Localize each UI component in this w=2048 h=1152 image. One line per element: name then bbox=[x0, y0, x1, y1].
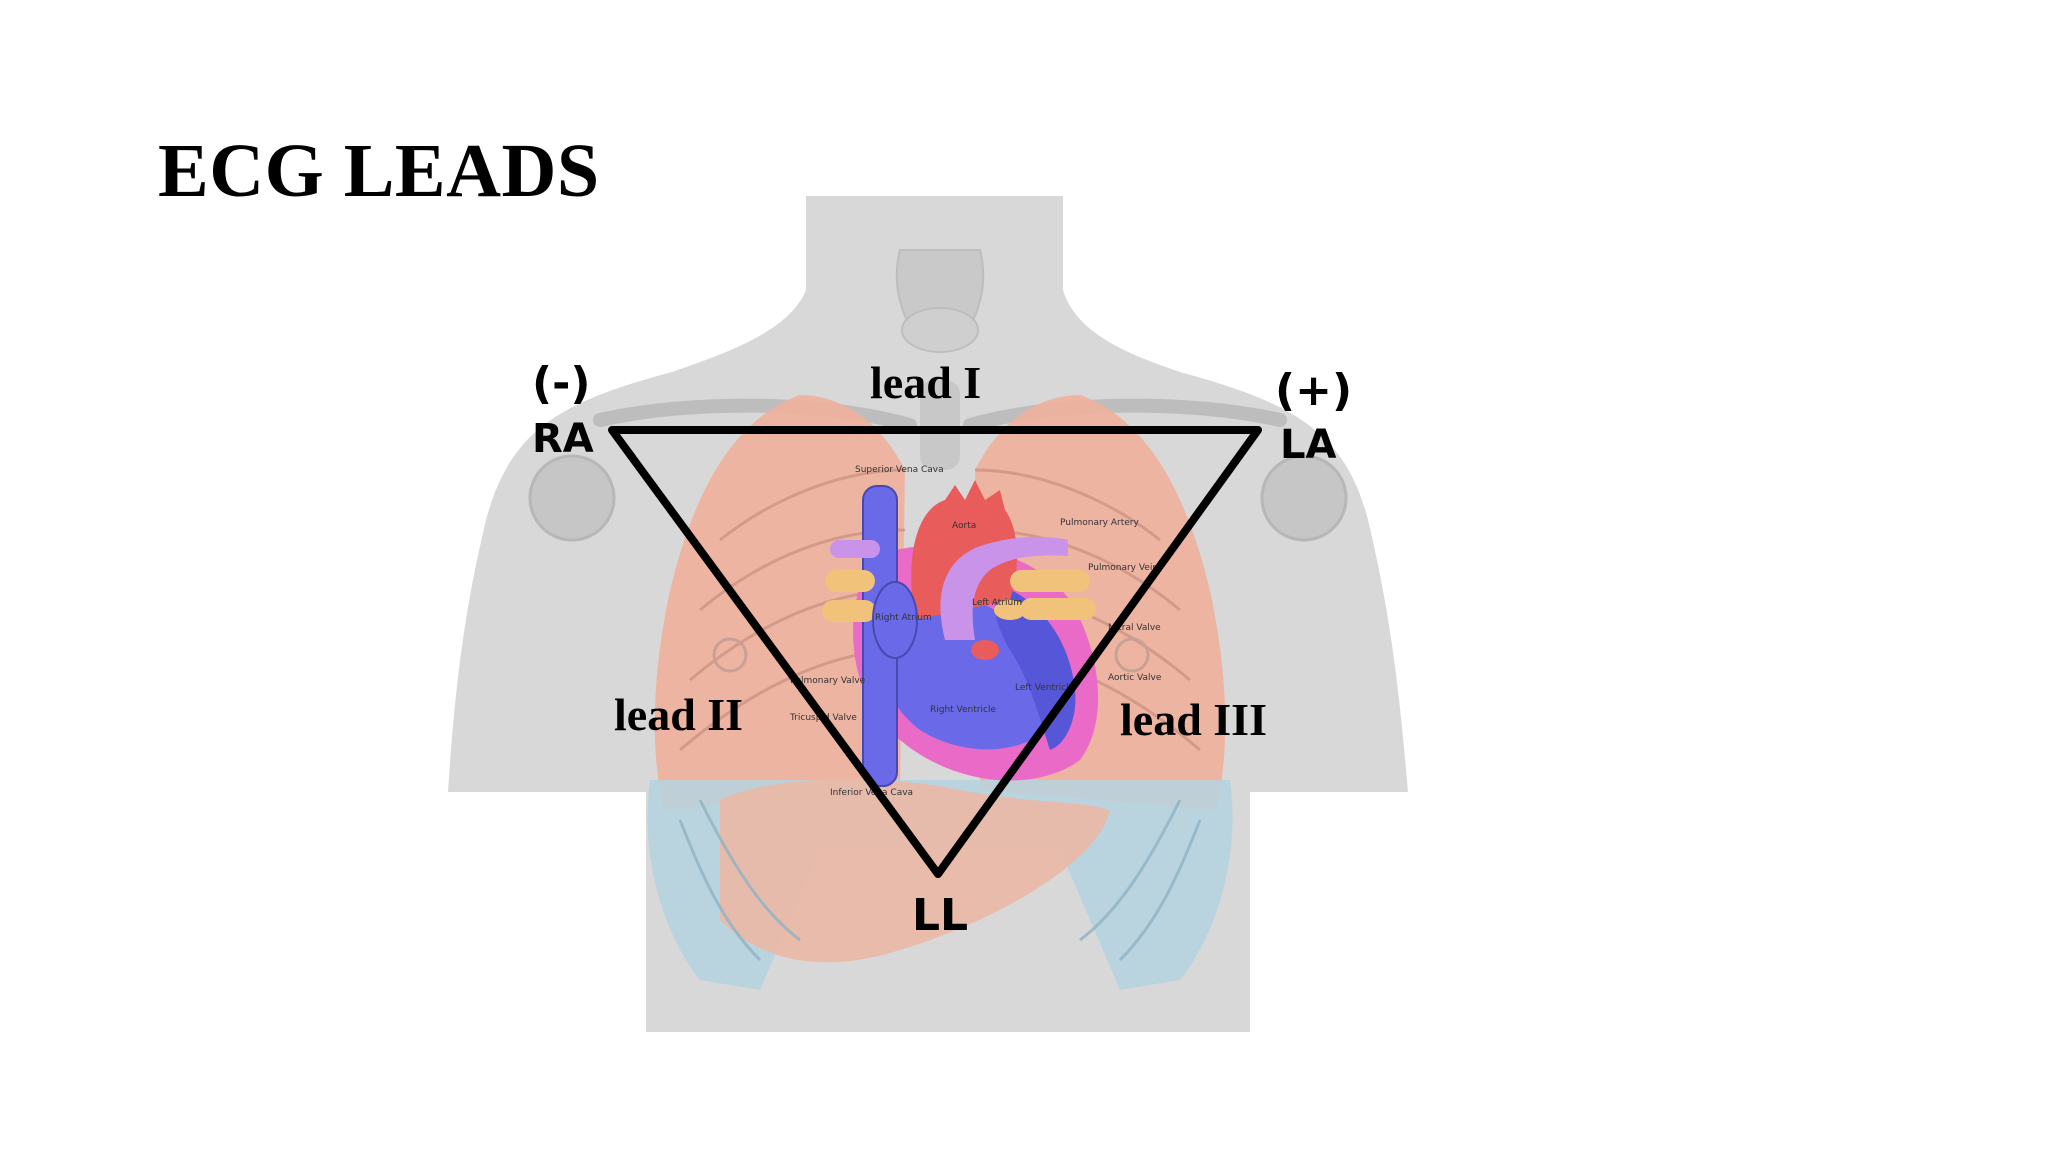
label-pulmonary-artery: Pulmonary Artery bbox=[1060, 518, 1139, 528]
right-nipple bbox=[712, 637, 748, 673]
left-humerus-head bbox=[1260, 454, 1348, 542]
label-left-ventricle: Left Ventricle bbox=[1015, 683, 1075, 693]
label-right-ventricle: Right Ventricle bbox=[930, 705, 996, 715]
left-atrium bbox=[994, 600, 1026, 620]
left-nipple bbox=[1114, 637, 1150, 673]
right-atrium bbox=[872, 581, 918, 659]
label-lead-2: lead II bbox=[614, 689, 743, 740]
pulmonary-artery bbox=[940, 536, 1068, 640]
label-pulmonary-valve: Pulmonary Valve bbox=[790, 676, 866, 686]
electrode-left-arm: LA bbox=[1280, 422, 1336, 468]
right-pulmonary-artery bbox=[830, 540, 880, 558]
aorta bbox=[911, 480, 1017, 620]
label-aortic-valve: Aortic Valve bbox=[1108, 673, 1162, 683]
polarity-right-arm: (-) bbox=[532, 358, 590, 409]
label-aorta: Aorta bbox=[952, 521, 976, 531]
polarity-left-arm: (+) bbox=[1275, 365, 1352, 416]
right-clavicle bbox=[593, 398, 917, 432]
label-right-atrium: Right Atrium bbox=[875, 613, 932, 623]
thyroid-shape bbox=[901, 307, 979, 353]
label-superior-vena-cava: Superior Vena Cava bbox=[855, 465, 944, 475]
right-lung bbox=[654, 395, 905, 810]
label-mitral-valve: Mitral Valve bbox=[1108, 623, 1161, 633]
electrode-left-leg: LL bbox=[912, 890, 968, 941]
aortic-valve bbox=[971, 640, 999, 660]
label-lead-3: lead III bbox=[1120, 694, 1267, 745]
label-lead-1: lead I bbox=[870, 357, 981, 408]
heart-illustration: Superior Vena Cava Aorta Pulmonary Arter… bbox=[789, 465, 1162, 798]
slide-title: ECG LEADS bbox=[158, 129, 600, 213]
left-clavicle bbox=[963, 398, 1287, 432]
electrode-right-arm: RA bbox=[532, 416, 594, 462]
label-left-atrium: Left Atrium bbox=[972, 598, 1022, 608]
label-inferior-vena-cava: Inferior Vena Cava bbox=[830, 788, 913, 798]
lower-rib-lines bbox=[678, 799, 1202, 962]
liver bbox=[720, 779, 1110, 963]
right-pulmonary-vein-lower bbox=[822, 600, 876, 622]
pulmonary-vein-upper bbox=[1010, 570, 1090, 592]
label-pulmonary-vein: Pulmonary Vein bbox=[1088, 563, 1158, 573]
pulmonary-vein-lower bbox=[1020, 598, 1096, 620]
right-humerus-head bbox=[528, 454, 616, 542]
right-pulmonary-vein-upper bbox=[825, 570, 875, 592]
einthoven-triangle bbox=[608, 426, 1262, 878]
sternum-upper bbox=[920, 380, 960, 470]
